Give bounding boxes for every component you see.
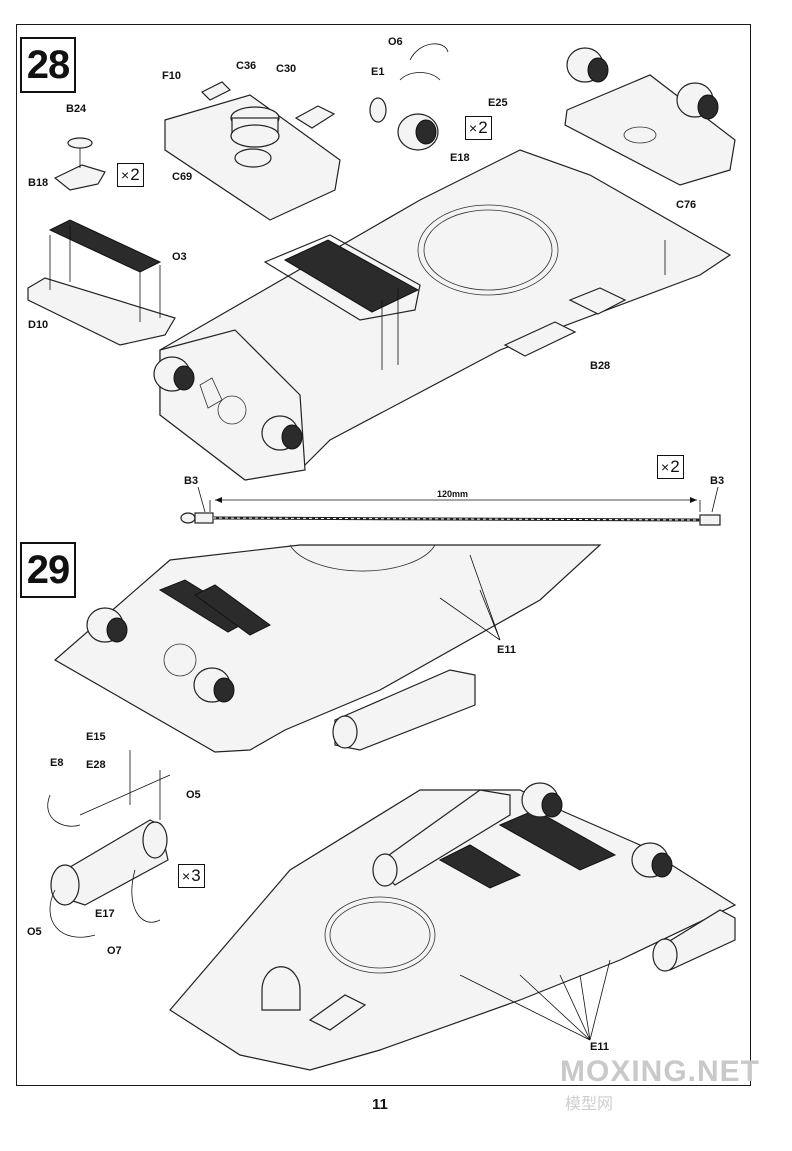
label-b3-right: B3 [710,475,725,487]
times-symbol: × [661,459,670,475]
multiplier-fuel-cap: ×2 [117,163,144,187]
label-d10: D10 [28,319,49,331]
label-c76: C76 [676,199,697,211]
times-symbol: × [121,167,130,183]
label-e18: E18 [450,152,470,164]
hull-step-29 [53,544,602,753]
watermark-sub: 模型网 [565,1094,614,1113]
label-e11-bottom: E11 [590,1041,609,1053]
hull-step-29-rear [169,782,737,1071]
part-rear-plate-drums [564,47,736,186]
label-c69: C69 [172,171,193,183]
label-b24: B24 [66,103,87,115]
page-frame [16,24,751,1086]
label-c30: C30 [276,63,297,75]
multiplier-tank: ×3 [178,864,205,888]
part-e18-filler [369,43,449,151]
multiplier-value: 2 [670,457,680,476]
label-c36: C36 [236,60,257,72]
label-b3-left: B3 [184,475,199,487]
label-o5-top: O5 [186,789,201,801]
hull-step-28 [153,149,732,481]
label-e8: E8 [50,757,64,769]
label-e28: E28 [86,759,106,771]
multiplier-cable: ×2 [657,455,684,479]
label-f10: F10 [162,70,181,82]
part-d10-o3-grille [27,219,176,346]
page-number: 11 [372,1096,388,1113]
multiplier-value: 3 [191,866,201,885]
label-b28: B28 [590,360,611,372]
label-e1: E1 [371,66,385,78]
part-b24-b18 [53,137,106,191]
label-o5-bottom: O5 [27,926,42,938]
watermark-brand: MOXING.NET [560,1055,761,1088]
label-e17: E17 [95,908,115,920]
label-o6: O6 [388,36,403,48]
label-e25: E25 [488,97,508,109]
cable-length-dimension: 120mm [437,489,469,499]
label-b18: B18 [28,177,49,189]
multiplier-value: 2 [130,165,140,184]
part-f10-plate [164,81,341,221]
label-o3: O3 [172,251,187,263]
multiplier-value: 2 [478,118,488,137]
multiplier-filler: ×2 [465,116,492,140]
times-symbol: × [182,868,191,884]
label-e15: E15 [86,731,106,743]
fuel-tank-e17 [47,750,171,938]
label-e11-top: E11 [497,644,516,656]
tow-cable-b3 [180,486,721,526]
step-number-29: 29 [20,542,76,598]
times-symbol: × [469,120,478,136]
label-o7: O7 [107,945,122,957]
step-number-28: 28 [20,37,76,93]
